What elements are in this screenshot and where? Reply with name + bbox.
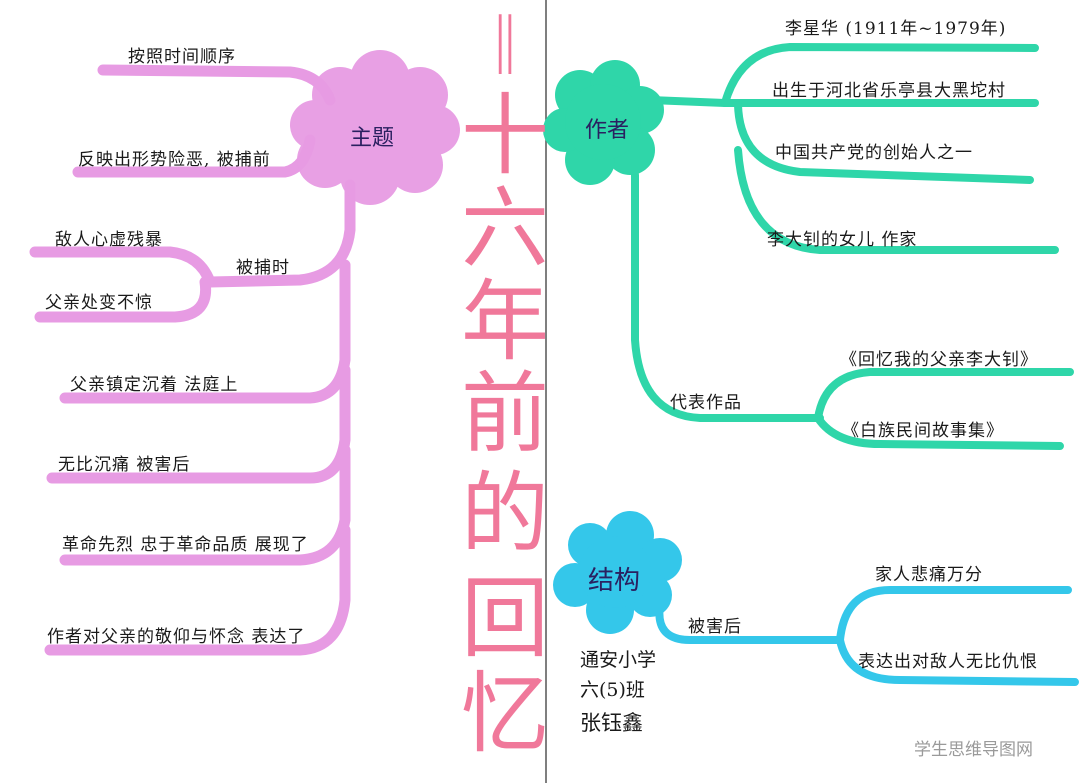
theme-item: 作者对父亲的敬仰与怀念 表达了: [47, 627, 306, 647]
theme-cloud: [290, 50, 460, 205]
author-item: 李大钊的女儿 作家: [767, 230, 918, 250]
signature-name: 张钰鑫: [580, 711, 643, 735]
theme-item: 父亲处变不惊: [45, 293, 153, 313]
author-node: 作者: [585, 118, 630, 143]
theme-item: 反映出形势险恶, 被捕前: [78, 150, 271, 170]
structure-branch-2: [836, 636, 1079, 686]
works-branch-2: [814, 414, 1064, 450]
author-item: 出生于河北省乐亭县大黑坨村: [772, 81, 1006, 101]
title-char: 回: [460, 567, 549, 670]
works-branch-1: [814, 368, 1074, 422]
theme-node: 主题: [350, 126, 395, 151]
theme-item: 父亲镇定沉着 法庭上: [70, 375, 239, 395]
structure-item: 家人悲痛万分: [875, 565, 983, 585]
author-item: 中国共产党的创始人之一: [775, 143, 973, 163]
theme-branch-6: [59, 444, 351, 566]
title-char: 前: [460, 362, 549, 465]
theme-branch-1: [97, 64, 336, 106]
works-branch: [631, 171, 824, 422]
theme-branch-3a: [29, 246, 216, 288]
signature-class: 六(5)班: [580, 679, 645, 701]
structure-branch-1: [836, 586, 1072, 644]
title-mark: ‖: [490, 5, 520, 75]
structure-item: 表达出对敌人无比仇恨: [858, 652, 1038, 672]
title-char: 年: [460, 270, 549, 373]
work-item: 《回忆我的父亲李大钊》: [840, 350, 1038, 370]
author-trunk: [646, 96, 729, 107]
theme-item: 被捕时: [236, 258, 290, 278]
theme-item: 敌人心虚残暴: [55, 230, 163, 250]
theme-item: 无比沉痛 被害后: [58, 455, 191, 475]
author-branches: [631, 42, 1074, 450]
works-label: 代表作品: [670, 393, 742, 413]
structure-cloud: [553, 511, 682, 634]
theme-branch-4: [59, 259, 351, 404]
title-char: 十: [460, 84, 549, 187]
theme-branch-3: [204, 179, 356, 288]
theme-item: 按照时间顺序: [128, 47, 236, 67]
author-item: 李星华 (1911年~1979年): [785, 19, 1007, 39]
theme-branches: [29, 64, 356, 656]
watermark: 学生思维导图网: [914, 740, 1033, 760]
theme-branch-3b: [34, 276, 212, 323]
structure-node: 结构: [588, 566, 641, 596]
title-char: 忆: [460, 662, 549, 765]
author-branch-3: [734, 101, 1034, 184]
structure-trunk: [655, 601, 844, 644]
theme-branch-7: [44, 524, 351, 656]
theme-branch-5: [46, 364, 351, 484]
author-cloud: [543, 60, 664, 185]
signature-school: 通安小学: [580, 649, 657, 671]
author-branch-4: [734, 146, 1059, 254]
title-char: 六: [460, 177, 549, 280]
work-item: 《白族民间故事集》: [842, 421, 1004, 441]
title-char: 的: [460, 462, 549, 565]
structure-branch-label: 被害后: [688, 617, 742, 637]
author-branch-1: [721, 42, 1039, 107]
theme-item: 革命先烈 忠于革命品质 展现了: [62, 535, 309, 555]
